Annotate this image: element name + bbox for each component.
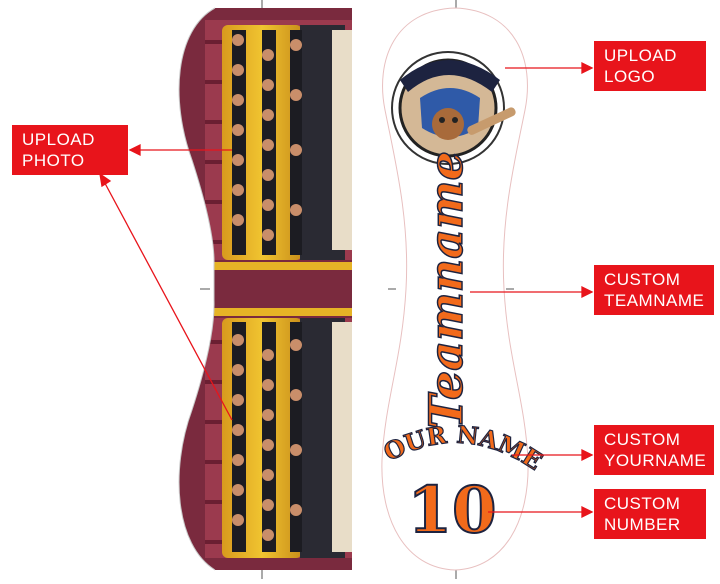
custom-yourname-line2: YOURNAME: [604, 451, 707, 470]
team-photo-top: [222, 25, 352, 260]
upload-logo-line2: LOGO: [604, 67, 656, 86]
custom-number-line1: CUSTOM: [604, 494, 681, 513]
upload-logo-line1: UPLOAD: [604, 46, 677, 65]
upload-photo-line2: PHOTO: [22, 151, 85, 170]
custom-teamname-line1: CUSTOM: [604, 270, 681, 289]
player-number-text[interactable]: 10: [406, 472, 497, 549]
custom-yourname-line1: CUSTOM: [604, 430, 681, 449]
upload-photo-line1: UPLOAD: [22, 130, 95, 149]
upload-photo-label[interactable]: UPLOAD PHOTO: [12, 125, 128, 175]
team-name-text: Teamname: [419, 151, 473, 429]
custom-yourname-label[interactable]: CUSTOM YOURNAME: [594, 425, 714, 475]
callout-arrows: [99, 61, 594, 519]
custom-teamname-line2: TEAMNAME: [604, 291, 705, 310]
custom-number-line2: NUMBER: [604, 515, 681, 534]
custom-number-label[interactable]: CUSTOM NUMBER: [594, 489, 706, 539]
custom-logo[interactable]: [391, 51, 517, 165]
team-name-text-group[interactable]: Teamname: [418, 150, 474, 429]
upload-logo-label[interactable]: UPLOAD LOGO: [594, 41, 706, 91]
team-photo-bottom: [222, 318, 352, 558]
custom-teamname-label[interactable]: CUSTOM TEAMNAME: [594, 265, 714, 315]
photo-panel[interactable]: [160, 0, 360, 579]
